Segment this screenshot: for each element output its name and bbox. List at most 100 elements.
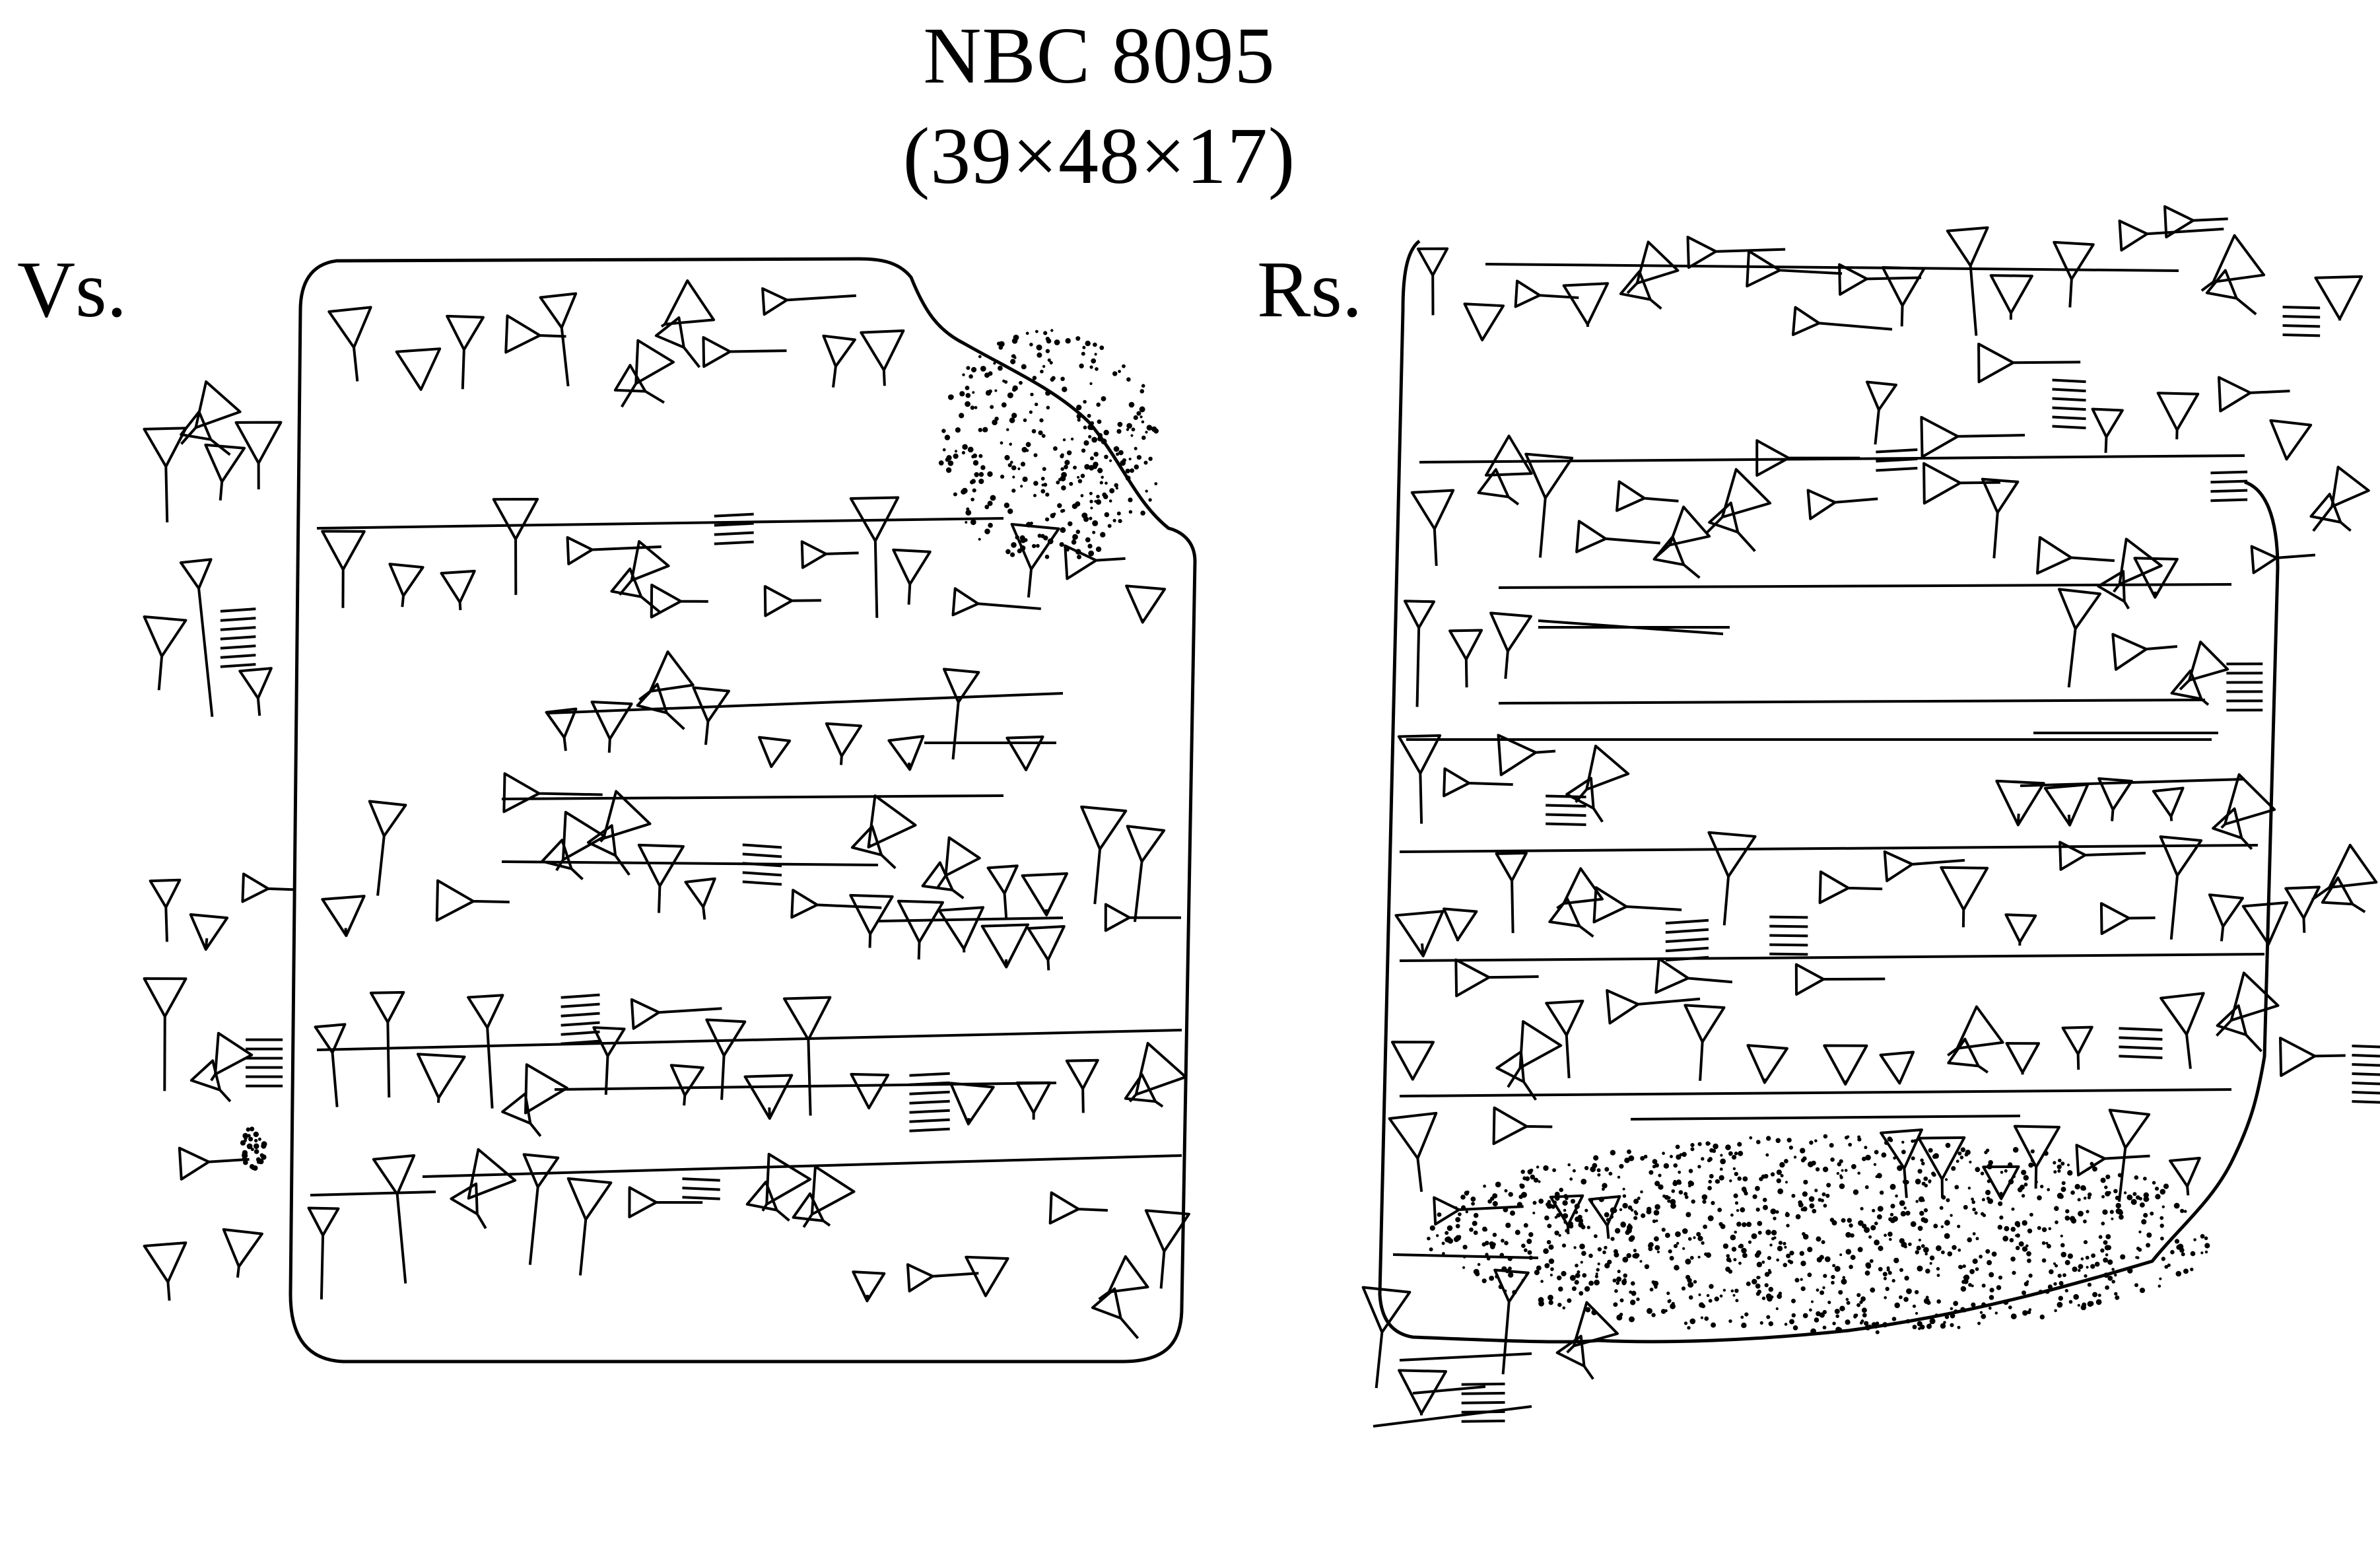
wedge	[1146, 1210, 1189, 1288]
stipple-dot	[1627, 1149, 1631, 1154]
stipple-dot	[1985, 1249, 1990, 1254]
wedge	[685, 879, 714, 920]
stipple-dot	[1823, 1134, 1828, 1139]
stipple-dot	[2047, 1188, 2051, 1192]
stipple-dot	[1939, 1206, 1944, 1210]
stipple-dot	[1915, 1200, 1919, 1203]
stipple-dot	[1857, 1171, 1860, 1175]
stipple-dot	[1768, 1321, 1773, 1327]
stipple-dot	[1637, 1196, 1641, 1200]
stipple-dot	[1070, 437, 1074, 441]
stipple-dot	[1889, 1237, 1892, 1241]
stipple-dot	[1981, 1313, 1987, 1319]
stipple-dot	[1957, 1325, 1961, 1329]
stipple-dot	[1720, 1154, 1723, 1157]
wedge	[144, 979, 186, 1091]
stipple-dot	[1464, 1191, 1470, 1196]
stipple-dot	[1780, 1174, 1784, 1177]
wedge	[1627, 242, 1678, 293]
stipple-dot	[1839, 1305, 1845, 1311]
stipple-dot	[1679, 1153, 1683, 1157]
stipple-dot	[1954, 1185, 1959, 1190]
stipple-dot	[2004, 1226, 2010, 1231]
stipple-dot	[2101, 1222, 2105, 1226]
stipple-dot	[998, 365, 1003, 371]
stipple-dot	[1597, 1263, 1600, 1266]
stipple-dot	[1116, 452, 1120, 456]
wedge	[145, 1243, 186, 1301]
stipple-dot	[2010, 1313, 2017, 1319]
stipple-dot	[1075, 530, 1081, 534]
stipple-dot	[1687, 1326, 1691, 1330]
stipple-dot	[2138, 1196, 2142, 1201]
wedge-stroke	[561, 1014, 600, 1016]
stipple-dot	[2155, 1194, 2161, 1200]
stipple-dot	[2100, 1177, 2106, 1183]
stipple-dot	[1732, 1167, 1736, 1171]
stipple-dot	[1934, 1313, 1938, 1317]
wedge	[1444, 909, 1476, 941]
stipple-dot	[1061, 471, 1067, 478]
stipple-dot	[1761, 1296, 1766, 1300]
wedge	[2213, 809, 2252, 849]
stipple-dot	[1089, 516, 1093, 520]
stipple-dot	[2048, 1286, 2053, 1292]
stipple-dot	[1673, 1179, 1677, 1183]
stipple-dot	[1104, 454, 1108, 460]
stipple-dot	[1097, 433, 1103, 438]
stipple-dot	[1133, 415, 1138, 421]
stipple-dot	[2045, 1289, 2050, 1294]
stipple-dot	[1810, 1328, 1817, 1334]
stipple-dot	[2111, 1217, 2114, 1220]
stipple-dot	[1052, 512, 1056, 516]
stipple-dot	[962, 373, 965, 376]
stipple-dot	[1918, 1238, 1921, 1242]
stipple-dot	[1845, 1231, 1851, 1238]
stipple-dot	[1089, 499, 1093, 504]
stipple-dot	[1728, 1319, 1732, 1323]
stipple-dot	[1134, 464, 1139, 469]
wedge	[1456, 960, 1538, 996]
stipple-dot	[1586, 1226, 1590, 1229]
stipple-dot	[1117, 421, 1123, 427]
wedge	[1948, 1039, 1988, 1073]
wedge	[763, 289, 856, 314]
stipple-dot	[2021, 1169, 2027, 1175]
stipple-dot	[1043, 483, 1048, 487]
stipple-dot	[2057, 1274, 2062, 1278]
stipple-dot	[2060, 1251, 2067, 1258]
stipple-dot	[2014, 1221, 2020, 1227]
stipple-dot	[974, 405, 978, 409]
stipple-dot	[2077, 1303, 2080, 1307]
wedge-stroke	[1876, 450, 1917, 452]
stipple-dot	[1091, 436, 1098, 443]
stipple-dot	[1088, 434, 1092, 439]
stipple-dot	[1733, 1193, 1738, 1198]
stipple-dot	[2037, 1226, 2041, 1230]
stipple-dot	[1972, 1232, 1976, 1235]
tablet-id: NBC 8095	[923, 11, 1275, 100]
stipple-dot	[1814, 1189, 1818, 1193]
stipple-dot	[1640, 1190, 1643, 1194]
stipple-dot	[1103, 429, 1109, 436]
reverse-edge-lines	[1373, 621, 2245, 1426]
wedge	[242, 874, 296, 901]
stipple-dot	[1108, 499, 1112, 502]
stipple-dot	[1905, 1210, 1911, 1216]
stipple-dot	[1928, 1323, 1932, 1327]
stipple-dot	[1802, 1191, 1808, 1197]
stipple-dot	[1006, 428, 1009, 431]
stipple-dot	[1530, 1174, 1536, 1180]
stipple-dot	[1538, 1180, 1541, 1183]
stipple-dot	[980, 366, 986, 372]
stipple-dot	[1050, 329, 1054, 332]
wedge	[1497, 1052, 1536, 1100]
stipple-dot	[1629, 1316, 1635, 1323]
stipple-dot	[1860, 1206, 1864, 1211]
stipple-dot	[1884, 1296, 1887, 1299]
wedge-stroke	[2053, 408, 2086, 410]
wedge-stroke	[909, 1074, 949, 1076]
stipple-dot	[1736, 1222, 1742, 1227]
stipple-dot	[1668, 1299, 1672, 1303]
stipple-dot	[2092, 1166, 2097, 1172]
